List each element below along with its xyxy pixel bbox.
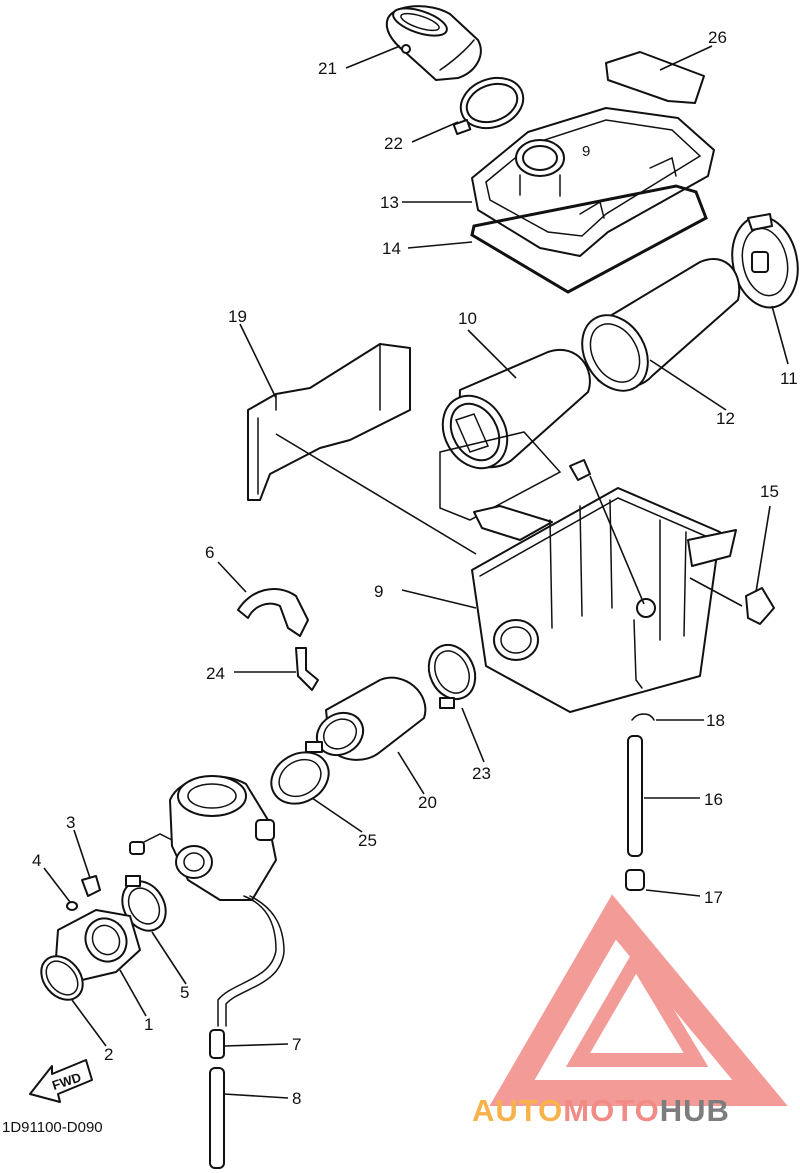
callout-24: 24 (206, 664, 225, 683)
part-14-gasket (470, 184, 708, 294)
callout-4: 4 (32, 851, 41, 870)
callout-11: 11 (780, 369, 798, 388)
part-4-washer (66, 901, 78, 911)
watermark-brand: AUTOMOTOHUB (472, 1093, 730, 1128)
callout-2: 2 (104, 1045, 113, 1064)
callout-10: 10 (458, 309, 477, 328)
part-19-plate (247, 343, 411, 501)
part-22-clamp (452, 76, 525, 136)
callout-12: 12 (716, 409, 735, 428)
part-11-cap (731, 213, 799, 309)
watermark-brand-auto: AUTO (472, 1093, 563, 1128)
callout-1: 1 (144, 1015, 153, 1034)
part-10-filter-element (439, 349, 591, 521)
part-24-fitting (295, 647, 319, 691)
callout-23: 23 (472, 764, 491, 783)
part-17-plug (625, 869, 645, 891)
part-6-hose (237, 587, 309, 637)
drawing-code: 1D91100-D090 (2, 1119, 103, 1136)
cover-mark: 9 (582, 143, 590, 160)
part-3-screw (81, 875, 101, 897)
callout-18: 18 (706, 711, 725, 730)
part-16-drain-tube (627, 735, 643, 857)
callout-14: 14 (382, 239, 401, 258)
part-1-manifold (55, 909, 141, 981)
part-21-duct (385, 5, 482, 81)
part-25-clamp (270, 741, 330, 805)
fwd-arrow: FWD (29, 1059, 93, 1103)
watermark-brand-hub: HUB (660, 1093, 730, 1128)
automotohub-logo (489, 894, 788, 1106)
callout-13: 13 (380, 193, 399, 212)
part-9-air-box (471, 487, 737, 713)
part-7-fitting (209, 1029, 225, 1059)
part-8-tube (209, 1067, 225, 1169)
part-26-label (605, 51, 705, 104)
part-12-outer-filter (581, 258, 741, 392)
callout-numbers: 21 22 26 13 14 19 10 12 11 9 15 6 24 18 … (32, 28, 798, 1108)
callout-19: 19 (228, 307, 247, 326)
callout-21: 21 (318, 59, 337, 78)
carburetor (129, 775, 285, 1027)
callout-17: 17 (704, 888, 723, 907)
callout-15: 15 (760, 482, 779, 501)
part-5-clamp (121, 875, 167, 932)
callout-6: 6 (205, 543, 214, 562)
part-15-clip (745, 587, 775, 625)
leader-lines (43, 45, 789, 1099)
callout-22: 22 (384, 134, 403, 153)
part-20-joint (315, 676, 427, 761)
callout-7: 7 (292, 1035, 301, 1054)
part-18-clip (631, 713, 655, 721)
callout-26: 26 (708, 28, 727, 47)
part-2-o-ring (40, 955, 84, 1001)
callout-5: 5 (180, 983, 189, 1002)
case-bolt (569, 459, 591, 481)
callout-16: 16 (704, 790, 723, 809)
part-23-clamp (427, 643, 477, 709)
callout-20: 20 (418, 793, 437, 812)
callout-8: 8 (292, 1089, 301, 1108)
callout-3: 3 (66, 813, 75, 832)
callout-25: 25 (358, 831, 377, 850)
part-13-cover: 9 (471, 107, 715, 257)
watermark-brand-moto: MOTO (563, 1093, 659, 1128)
callout-9: 9 (374, 582, 383, 601)
